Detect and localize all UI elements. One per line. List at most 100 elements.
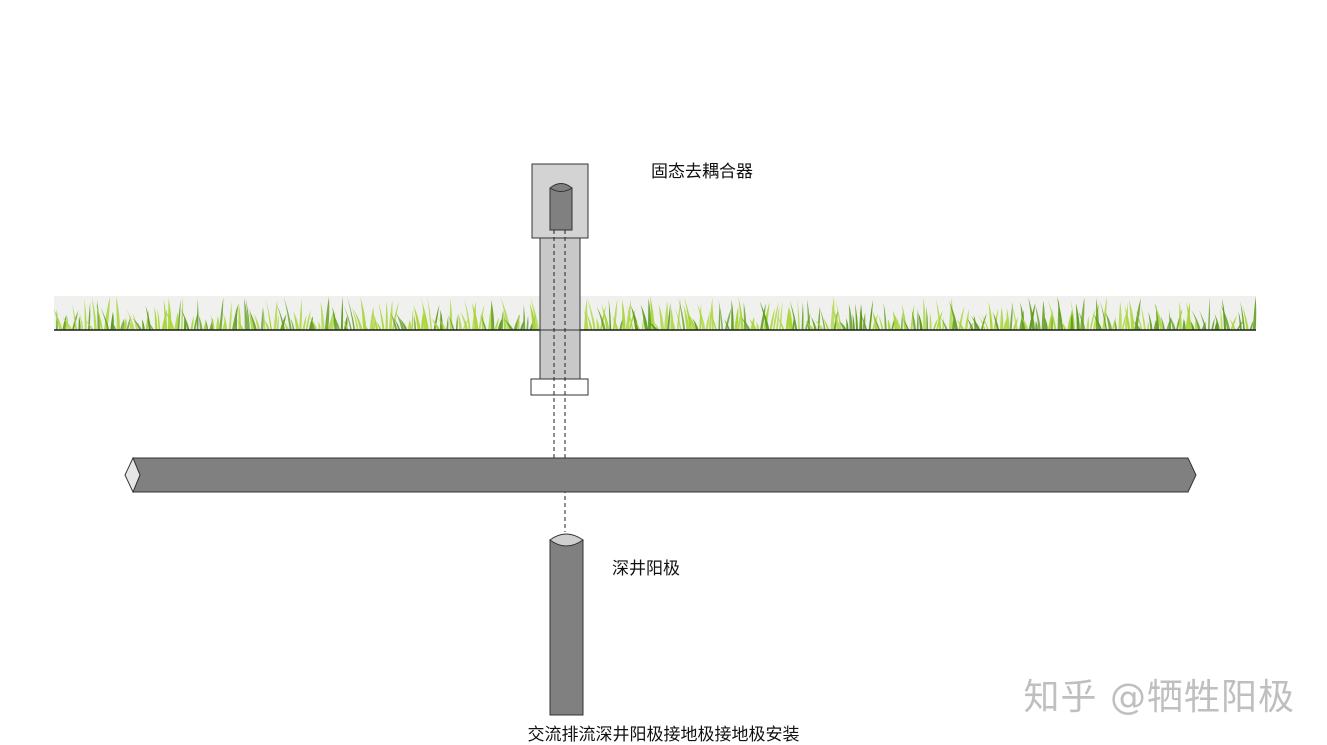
grass-blade bbox=[1182, 318, 1186, 330]
grass-blade bbox=[360, 297, 367, 330]
grass-blade bbox=[600, 305, 607, 330]
grass-blade bbox=[346, 296, 356, 330]
grass-blade bbox=[116, 296, 121, 330]
grass-blade bbox=[1105, 312, 1113, 330]
grass-blade bbox=[608, 299, 612, 330]
grass-blade bbox=[414, 315, 417, 330]
grass-blade bbox=[456, 314, 458, 330]
grass-blade bbox=[318, 321, 321, 330]
grass-blade bbox=[1191, 310, 1201, 330]
grass-blade bbox=[852, 314, 855, 330]
grass-blade bbox=[664, 300, 669, 330]
grass-blade bbox=[276, 313, 279, 330]
grass-blades bbox=[53, 296, 1257, 330]
grass-blade bbox=[970, 316, 981, 330]
grass-blade bbox=[457, 312, 463, 330]
grass-blade bbox=[988, 301, 993, 330]
grass-blade bbox=[807, 299, 811, 330]
grass-blade bbox=[1006, 308, 1010, 330]
grass-blade bbox=[756, 321, 760, 330]
grass-blade bbox=[718, 300, 724, 330]
grass-blade bbox=[929, 312, 932, 330]
grass-blade bbox=[184, 316, 187, 330]
grass-blade bbox=[84, 319, 94, 330]
deep-well-anode bbox=[549, 533, 584, 716]
grass-blade bbox=[814, 319, 825, 330]
grass-blade bbox=[273, 299, 278, 330]
grass-blade bbox=[62, 314, 67, 330]
grass-blade bbox=[464, 298, 471, 330]
riser-column bbox=[539, 236, 581, 381]
grass-blade bbox=[918, 313, 923, 330]
grass-blade bbox=[248, 307, 257, 330]
grass-blade bbox=[777, 316, 785, 330]
grass-blade bbox=[223, 312, 228, 330]
grass-blade bbox=[978, 315, 986, 330]
grass-blade bbox=[1114, 319, 1118, 330]
grass-blade bbox=[530, 298, 539, 330]
grass-blade bbox=[120, 318, 125, 330]
grass-blade bbox=[1168, 309, 1172, 330]
grass-blade bbox=[846, 318, 849, 330]
grass-blade bbox=[1067, 314, 1072, 330]
grass-blade bbox=[249, 312, 255, 330]
grass-blade bbox=[1093, 313, 1103, 330]
grass-blade bbox=[163, 298, 168, 330]
grass-blade bbox=[305, 310, 311, 330]
grass-blade bbox=[180, 296, 184, 330]
grass-blade bbox=[696, 303, 706, 330]
grass-blade bbox=[427, 296, 433, 330]
grass-blade bbox=[819, 307, 826, 330]
grass-blade bbox=[126, 316, 132, 330]
grass-blade bbox=[385, 300, 388, 330]
grass-blade bbox=[132, 317, 142, 330]
grass-blade bbox=[79, 312, 84, 330]
grass-blade bbox=[692, 318, 699, 330]
grass-blade bbox=[670, 308, 674, 330]
grass-blade bbox=[126, 309, 135, 330]
grass-blade bbox=[157, 308, 161, 330]
grass-blade bbox=[438, 317, 447, 330]
grass-blade bbox=[1186, 301, 1192, 330]
grass-blade bbox=[1102, 296, 1108, 330]
grass-blade bbox=[283, 297, 292, 330]
grass-blade bbox=[839, 321, 847, 330]
grass-blade bbox=[129, 321, 133, 330]
grass-blade bbox=[53, 308, 63, 330]
grass-blade bbox=[372, 311, 379, 330]
grass-blade bbox=[290, 318, 295, 330]
grass-blade bbox=[910, 303, 915, 330]
grass-blade bbox=[759, 301, 770, 330]
grass-blade bbox=[785, 305, 790, 330]
anode-label: 深井阳极 bbox=[612, 559, 680, 579]
grass-blade bbox=[883, 303, 887, 330]
grass-blade bbox=[1199, 310, 1207, 330]
grass-blade bbox=[892, 312, 902, 330]
grass-blade bbox=[900, 312, 903, 330]
grass-blade bbox=[1169, 316, 1176, 330]
grass-blade bbox=[911, 309, 916, 330]
grass-blade bbox=[792, 317, 795, 330]
grass-blade bbox=[190, 315, 194, 330]
grass-blade bbox=[676, 298, 682, 330]
grass-blade bbox=[388, 300, 393, 330]
grass-blade bbox=[822, 317, 830, 330]
grass-blade bbox=[413, 304, 421, 330]
grass-blade bbox=[1028, 297, 1036, 330]
grass-blade bbox=[596, 318, 600, 330]
grass-blade bbox=[625, 299, 632, 330]
grass-blade bbox=[763, 301, 770, 330]
grass-blade bbox=[964, 309, 969, 330]
grass-blade bbox=[472, 302, 479, 330]
grass-blade bbox=[253, 313, 261, 330]
grass-blade bbox=[245, 298, 250, 330]
grass-blade bbox=[1190, 321, 1195, 330]
grass-blade bbox=[1214, 313, 1220, 330]
grass-blade bbox=[887, 319, 891, 330]
grass-blade bbox=[276, 303, 286, 330]
connection-wires bbox=[553, 230, 566, 532]
grass-blade bbox=[177, 299, 181, 330]
grass-blade bbox=[601, 304, 610, 330]
grass-blade bbox=[804, 321, 815, 330]
grass-blade bbox=[1179, 301, 1182, 330]
